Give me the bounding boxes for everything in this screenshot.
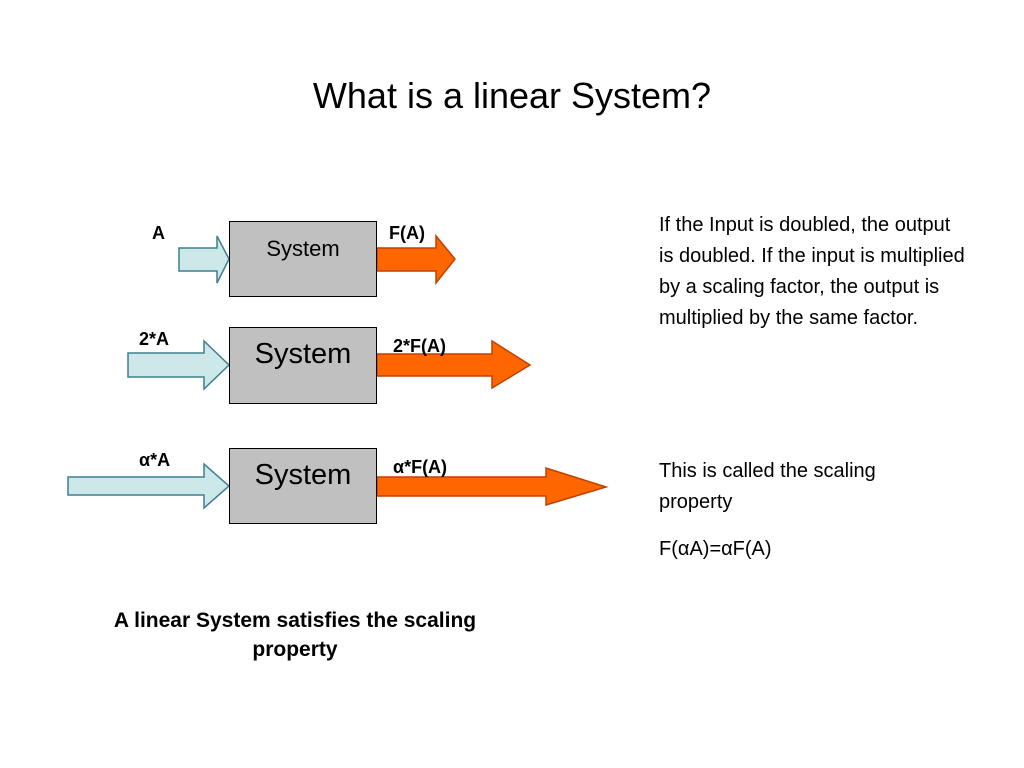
output-label-3: α*F(A) xyxy=(393,457,448,477)
input-label-3: α*A xyxy=(139,450,171,470)
output-arrow-1 xyxy=(376,233,456,286)
system-box-2: System xyxy=(229,327,377,404)
slide-title: What is a linear System? xyxy=(312,75,712,116)
scaling-property-note: This is called the scaling property xyxy=(659,460,876,513)
output-arrow-3 xyxy=(376,466,609,507)
system-label-1: System xyxy=(266,236,340,261)
input-label-1: A xyxy=(152,223,165,243)
system-box-1: System xyxy=(229,221,377,297)
input-arrow-2 xyxy=(127,339,231,391)
conclusion-caption: A linear System satisfies the scaling pr… xyxy=(113,609,477,661)
explanation-paragraph: If the Input is doubled, the output is d… xyxy=(659,214,965,329)
output-arrow-2 xyxy=(376,339,532,390)
input-arrow-1 xyxy=(178,235,230,284)
scaling-formula: F(αA)=αF(A) xyxy=(659,538,772,560)
system-label-3: System xyxy=(254,459,352,491)
output-label-1: F(A) xyxy=(389,223,425,243)
input-label-2: 2*A xyxy=(139,329,170,349)
system-box-3: System xyxy=(229,448,377,524)
system-label-2: System xyxy=(254,338,352,370)
input-arrow-3 xyxy=(67,462,231,510)
output-label-2: 2*F(A) xyxy=(393,336,446,356)
